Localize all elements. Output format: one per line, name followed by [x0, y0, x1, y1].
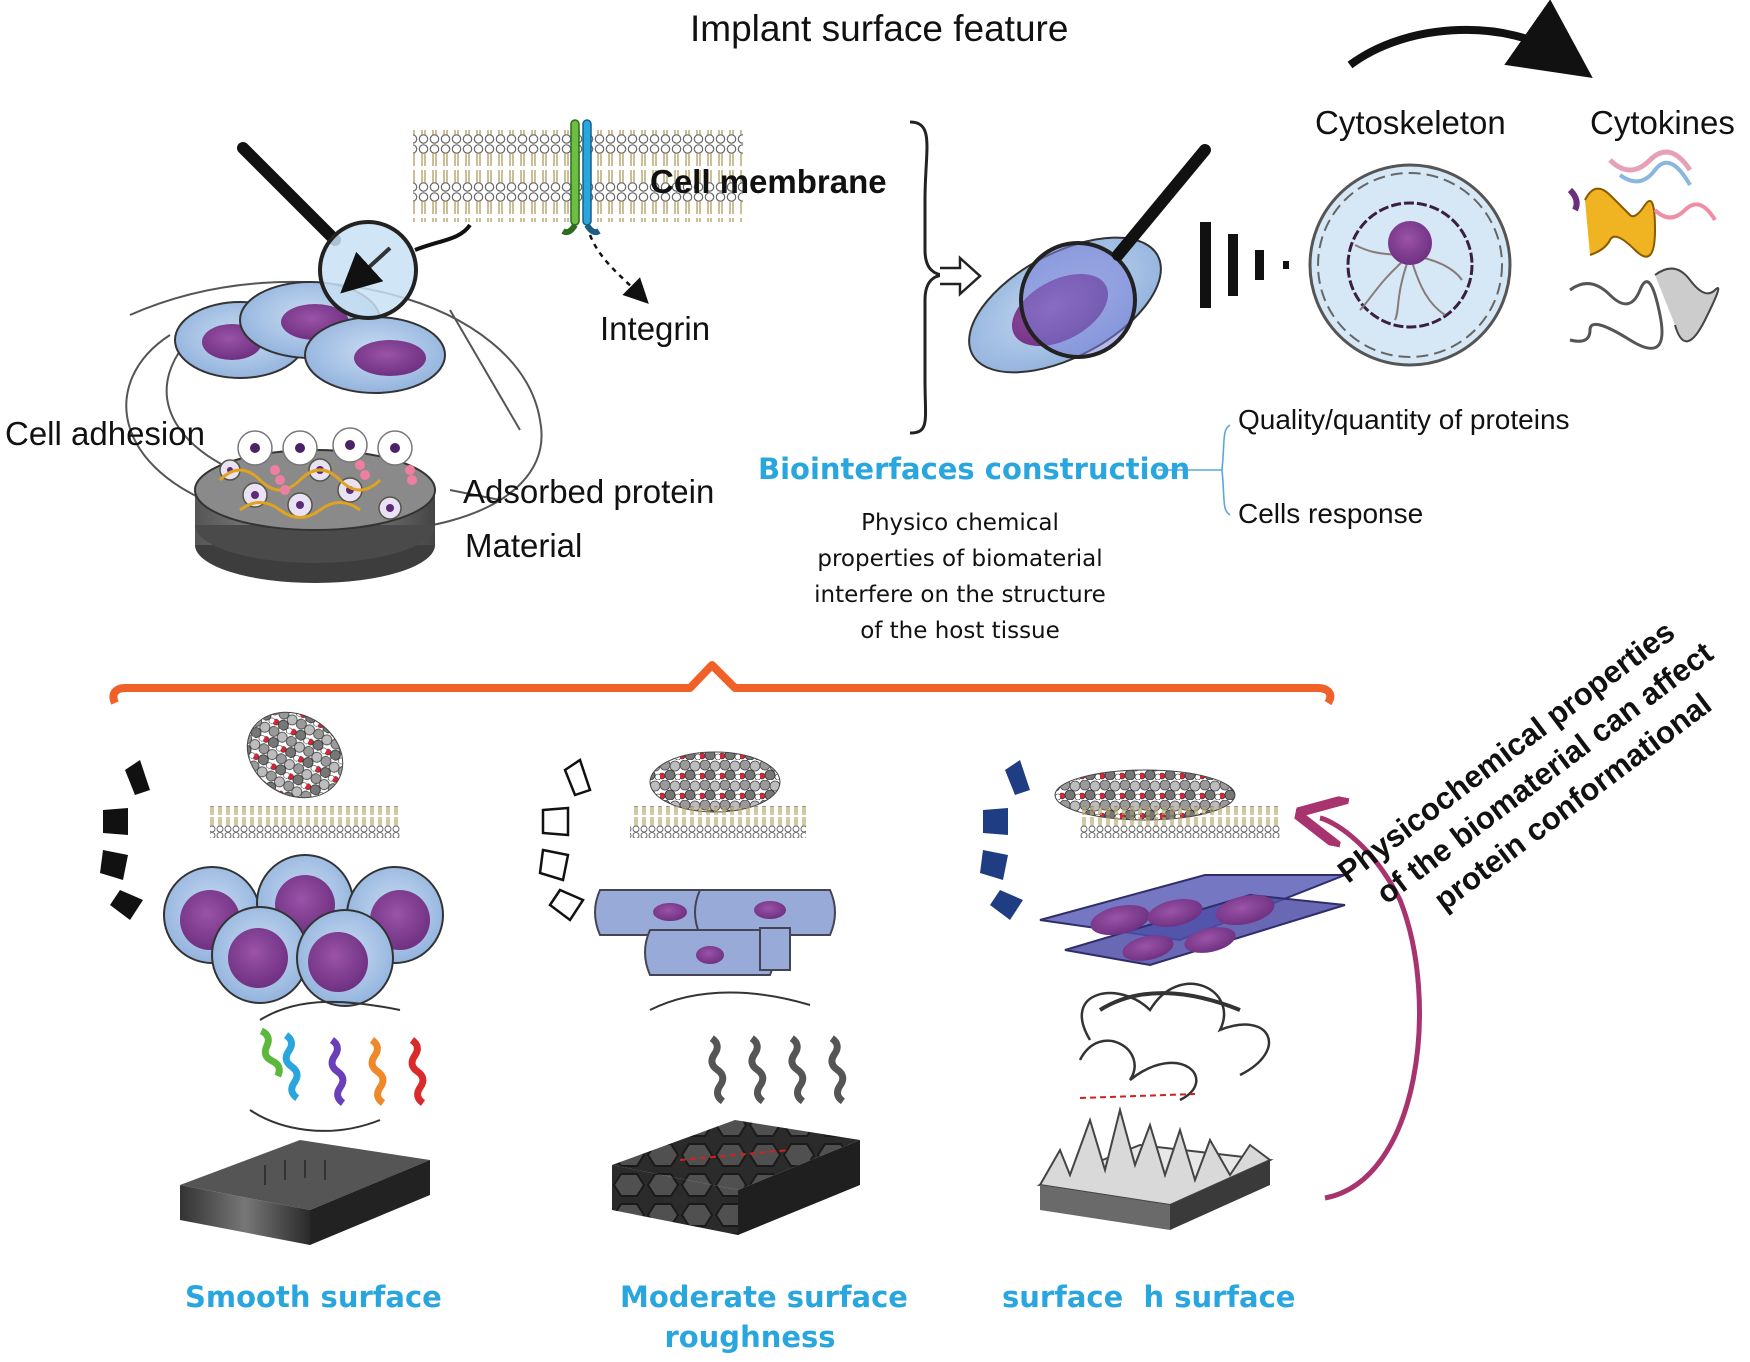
elongated-cells	[1039, 874, 1346, 967]
spread-cells	[594, 889, 836, 976]
description-line: Physico chemical	[861, 510, 1059, 536]
quality-quantity-label: Quality/quantity of proteins	[1238, 404, 1570, 435]
adsorbed-protein-label: Adsorbed protein	[463, 473, 715, 510]
biomaterial-description: Physico chemical properties of biomateri…	[790, 505, 1130, 649]
adhesion-scene	[125, 142, 543, 583]
signal-marks-moderate	[538, 758, 592, 922]
cell-membrane-label: Cell membrane	[650, 163, 887, 200]
round-cells	[163, 854, 444, 1007]
cytoskeleton-cell	[1308, 163, 1512, 367]
integrin-label: Integrin	[600, 310, 711, 347]
description-line: interfere on the structure	[814, 582, 1106, 608]
protein-globule-moderate	[649, 751, 781, 813]
cell-adhesion-label: Cell adhesion	[5, 415, 205, 452]
material-disc-stack	[194, 449, 436, 583]
cytoskeleton-label: Cytoskeleton	[1315, 104, 1506, 141]
protein-structure-smooth	[249, 1000, 427, 1132]
brace-symbol	[909, 120, 946, 435]
membrane-smooth	[210, 806, 400, 838]
feedback-arrow-icon	[1320, 818, 1422, 1201]
page-title: Implant surface feature	[690, 8, 1069, 49]
signal-marks-rough	[980, 760, 1030, 920]
magnifier-icon	[237, 142, 472, 320]
rough-surface-label: surface h surface	[1002, 1280, 1296, 1314]
cells-response-label: Cells response	[1238, 498, 1424, 529]
membrane-moderate	[630, 806, 806, 838]
moderate-label-line-1: Moderate surface	[620, 1280, 908, 1314]
examined-cell	[968, 144, 1211, 374]
biointerfaces-heading: Biointerfaces construction	[758, 452, 1191, 486]
cell-membrane-illustration	[413, 119, 743, 304]
signal-bars-icon	[1200, 222, 1289, 308]
description-line: properties of biomaterial	[817, 546, 1103, 572]
smooth-surface-block	[180, 1140, 430, 1245]
signal-marks-smooth	[100, 760, 150, 920]
rough-surface-block	[1036, 1093, 1274, 1230]
moderate-surface-label: Moderate surface roughness	[620, 1277, 908, 1357]
description-line: of the host tissue	[860, 618, 1060, 644]
material-label: Material	[465, 527, 583, 564]
curved-arrow-icon	[1347, 0, 1593, 78]
smooth-surface-label: Smooth surface	[185, 1280, 442, 1314]
hollow-arrow-icon	[940, 255, 982, 297]
adsorbed-proteins	[237, 427, 417, 495]
membrane-rough	[1080, 806, 1280, 838]
cytokines-illustration	[1567, 149, 1720, 350]
section-bracket	[109, 661, 1335, 706]
protein-structure-moderate	[649, 991, 847, 1105]
protein-structure-rough	[1078, 982, 1271, 1102]
moderate-label-line-2: roughness	[664, 1320, 836, 1354]
moderate-surface-block	[612, 1120, 860, 1235]
cytokines-label: Cytokines	[1590, 104, 1735, 141]
connector-lines	[1158, 424, 1231, 516]
protein-globule-smooth	[246, 711, 344, 799]
